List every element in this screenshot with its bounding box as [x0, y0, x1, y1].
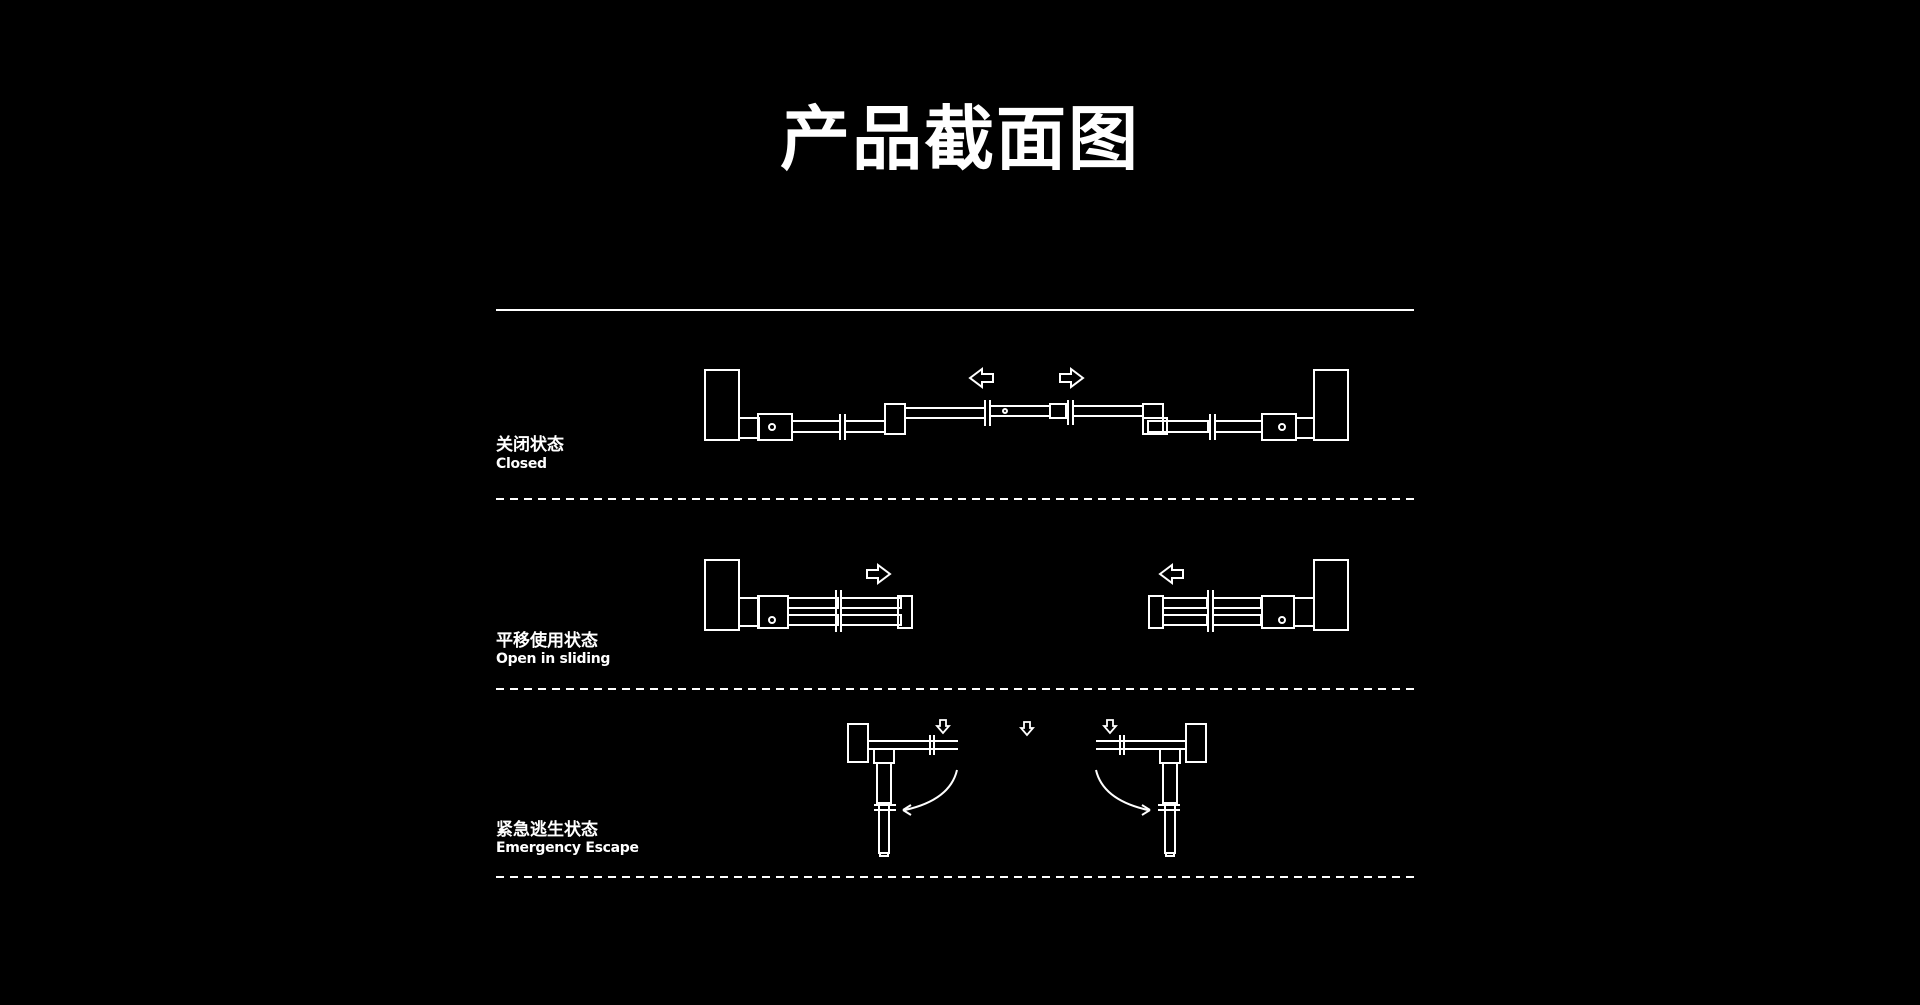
escape-section [847, 719, 1207, 857]
arrow-down-icon [1102, 719, 1118, 735]
state-sublabel-escape: Emergency Escape [496, 840, 639, 856]
right-wall-post [1313, 559, 1349, 631]
state-sublabel-sliding: Open in sliding [496, 651, 611, 667]
swing-arc-left [904, 769, 958, 811]
arrow-down-icon [1019, 721, 1035, 737]
arrow-right-icon [866, 563, 892, 585]
arrow-left-icon [968, 367, 994, 389]
left-wall-post [847, 723, 869, 763]
state-label-sliding: 平移使用状态 [496, 631, 598, 651]
arrow-left-icon [1158, 563, 1184, 585]
state-label-escape: 紧急逃生状态 [496, 820, 598, 840]
swing-arc-right [1095, 769, 1149, 811]
swing-arrowhead-icon [902, 804, 912, 816]
page-title: 产品截面图 [780, 98, 1140, 180]
arrow-down-icon [935, 719, 951, 735]
right-wall-post [1313, 369, 1349, 441]
right-wall-post [1185, 723, 1207, 763]
sliding-section [704, 559, 1349, 632]
left-wall-post [704, 559, 740, 631]
arrow-right-icon [1059, 367, 1085, 389]
swing-arrowhead-icon [1141, 804, 1151, 816]
state-label-closed: 关闭状态 [496, 435, 564, 455]
closed-section [704, 367, 1349, 441]
left-wall-post [704, 369, 740, 441]
state-sublabel-closed: Closed [496, 456, 547, 472]
